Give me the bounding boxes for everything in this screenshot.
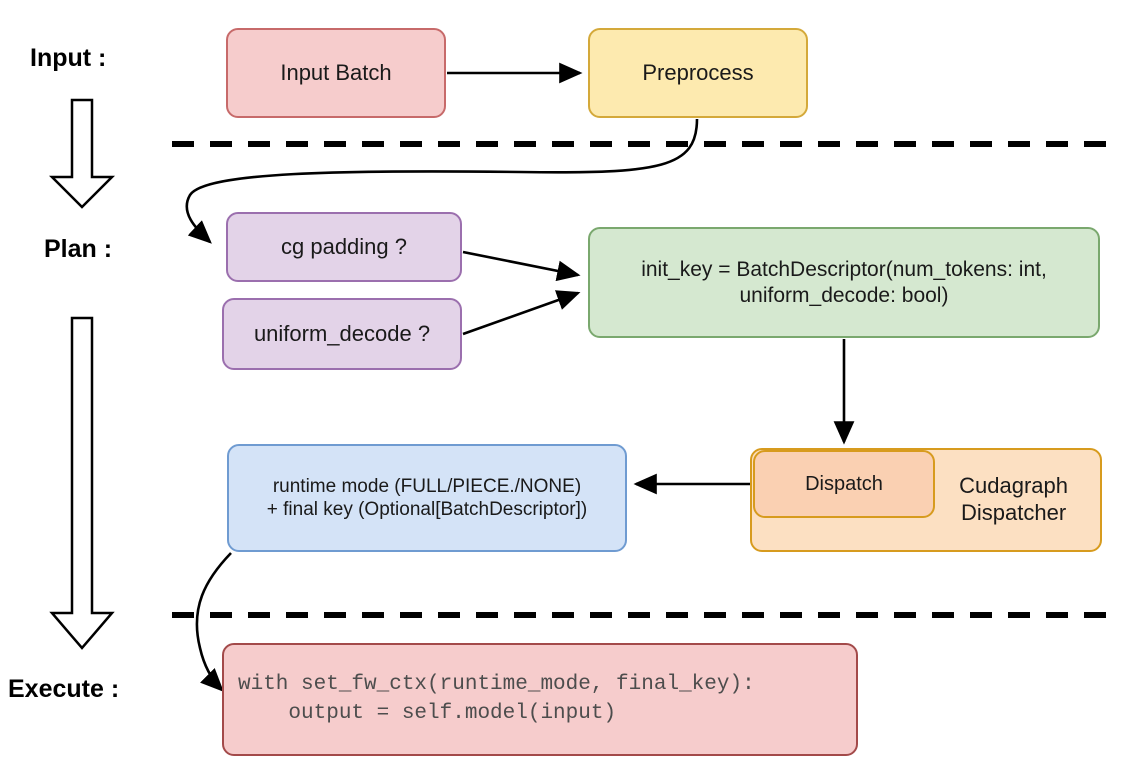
node-code-block-label: with set_fw_ctx(runtime_mode, final_key)… [238,673,755,725]
node-dispatch-label: Dispatch [805,472,883,495]
arrow-cg-padding-to-init-key [462,250,581,282]
stage-label-execute: Execute : [8,675,120,703]
stage-label-input: Input : [30,44,107,72]
node-runtime-mode[interactable]: runtime mode (FULL/PIECE./NONE) + final … [227,444,627,552]
node-preprocess-label: Preprocess [642,59,754,85]
node-cg-padding-label: cg padding ? [281,233,407,259]
arrow-uniform-decode-to-init-key [462,290,581,336]
node-dispatch[interactable]: Dispatch [753,450,935,518]
input-to-plan-block-arrow [48,98,116,209]
node-code-block[interactable]: with set_fw_ctx(runtime_mode, final_key)… [222,643,858,756]
node-init-key[interactable]: init_key = BatchDescriptor(num_tokens: i… [588,227,1100,338]
node-cg-padding[interactable]: cg padding ? [226,212,462,282]
node-uniform-decode-label: uniform_decode ? [253,320,431,346]
plan-to-execute-block-arrow [49,316,115,650]
node-uniform-decode[interactable]: uniform_decode ? [222,298,462,370]
stage-label-plan: Plan : [44,235,113,263]
node-preprocess[interactable]: Preprocess [588,28,808,118]
node-init-key-label: init_key = BatchDescriptor(num_tokens: i… [641,257,1047,307]
node-runtime-mode-label: runtime mode (FULL/PIECE./NONE) + final … [266,475,588,520]
node-input-batch-label: Input Batch [280,59,392,85]
node-cudagraph-dispatcher-label: Cudagraph Dispatcher [959,473,1068,525]
node-input-batch[interactable]: Input Batch [226,28,446,118]
